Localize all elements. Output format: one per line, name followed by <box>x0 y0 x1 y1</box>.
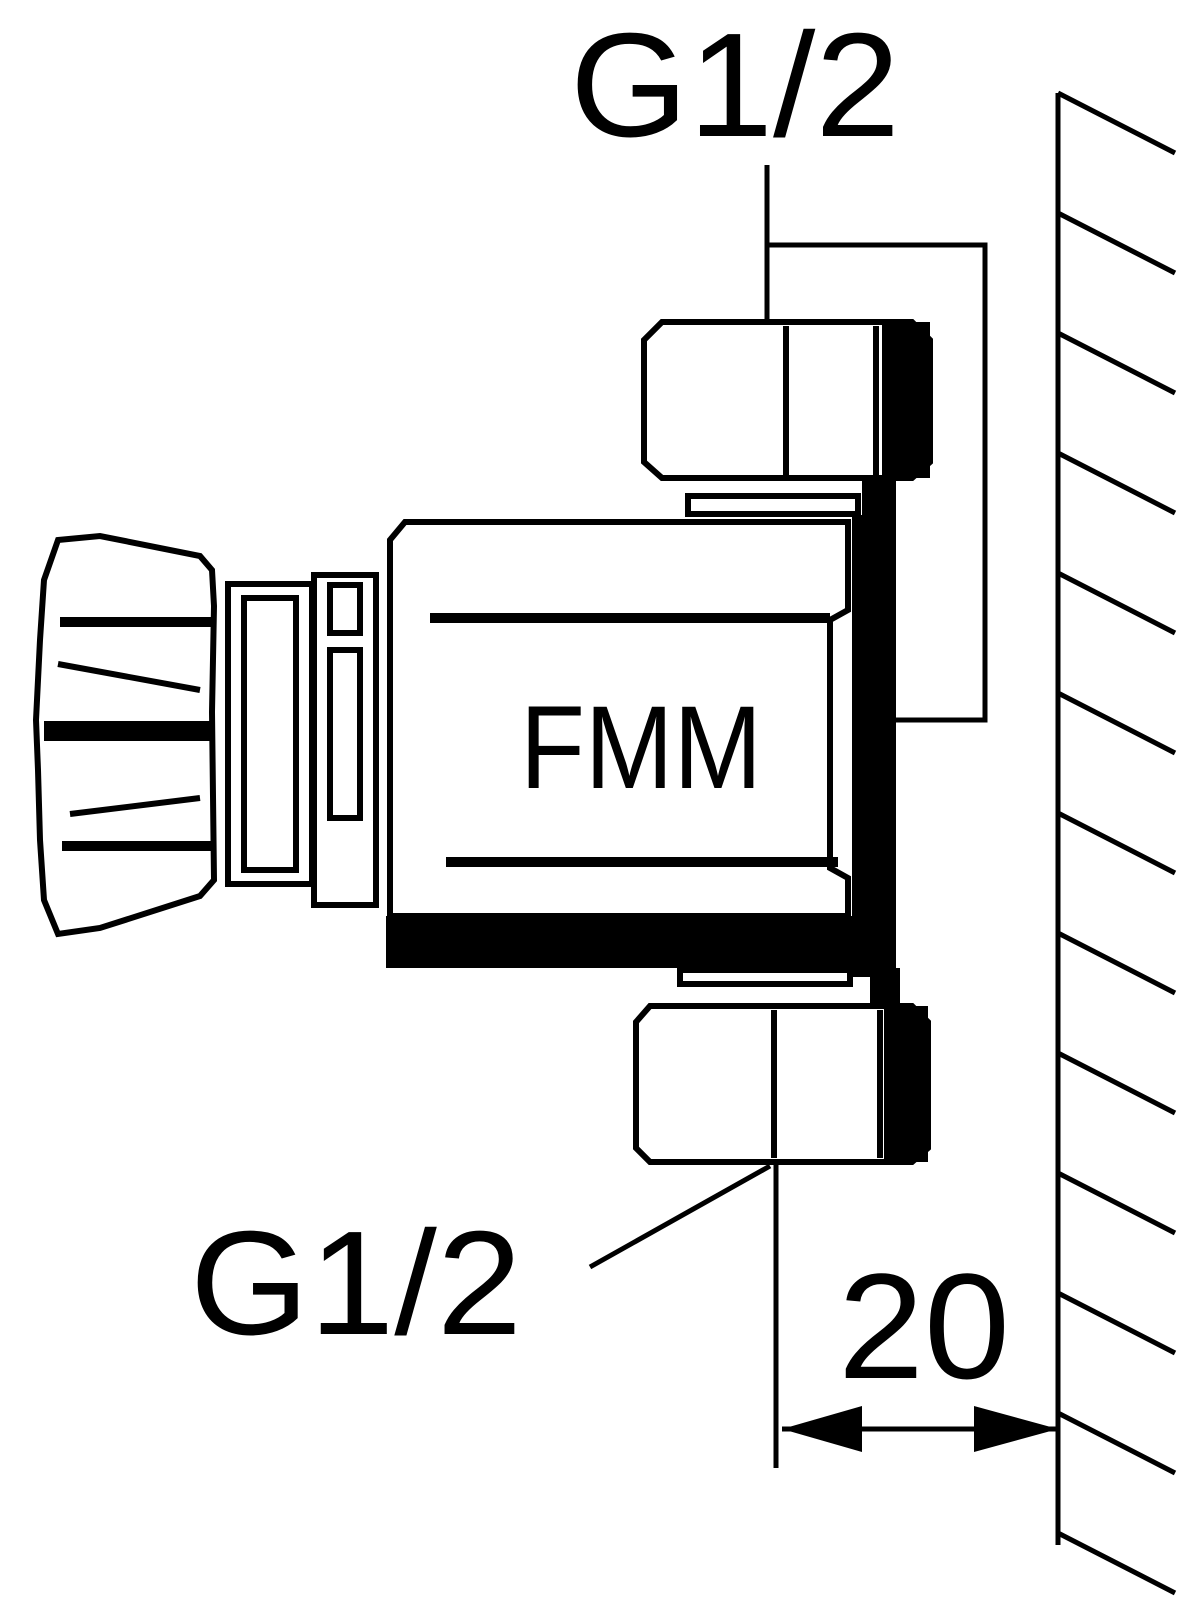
top-thread-label: G1/2 <box>570 3 900 168</box>
top-thread-leader <box>764 165 988 723</box>
dimension-arrow-left <box>782 1406 862 1452</box>
hatch-line <box>1056 1290 1177 1356</box>
hatch-line <box>1056 570 1177 636</box>
body-marking: FMM <box>520 682 762 814</box>
hatch-line <box>1056 1410 1177 1476</box>
hatch-line <box>1056 810 1177 876</box>
hatch-line <box>1056 1530 1177 1596</box>
handle-knob <box>32 532 218 938</box>
dimension-value: 20 <box>838 1242 1010 1410</box>
bottom-hex-nut <box>633 967 931 1165</box>
dimension-arrow-right <box>974 1406 1058 1452</box>
valve-body: FMM <box>386 515 896 977</box>
wall <box>1055 90 1177 1596</box>
dimension-20: 20 <box>782 1242 1058 1452</box>
hatch-line <box>1056 690 1177 756</box>
wall-hatching <box>1056 90 1177 1596</box>
top-hex-nut <box>641 319 933 522</box>
hatch-line <box>1056 1170 1177 1236</box>
hatch-line <box>1056 210 1177 276</box>
bottom-thread-leader <box>588 1162 779 1468</box>
hatch-line <box>1056 1050 1177 1116</box>
bottom-thread-label: G1/2 <box>190 1201 522 1366</box>
hatch-line <box>1056 930 1177 996</box>
hatch-line <box>1056 330 1177 396</box>
hatch-line <box>1056 90 1177 156</box>
collar <box>225 572 379 908</box>
hatch-line <box>1056 450 1177 516</box>
